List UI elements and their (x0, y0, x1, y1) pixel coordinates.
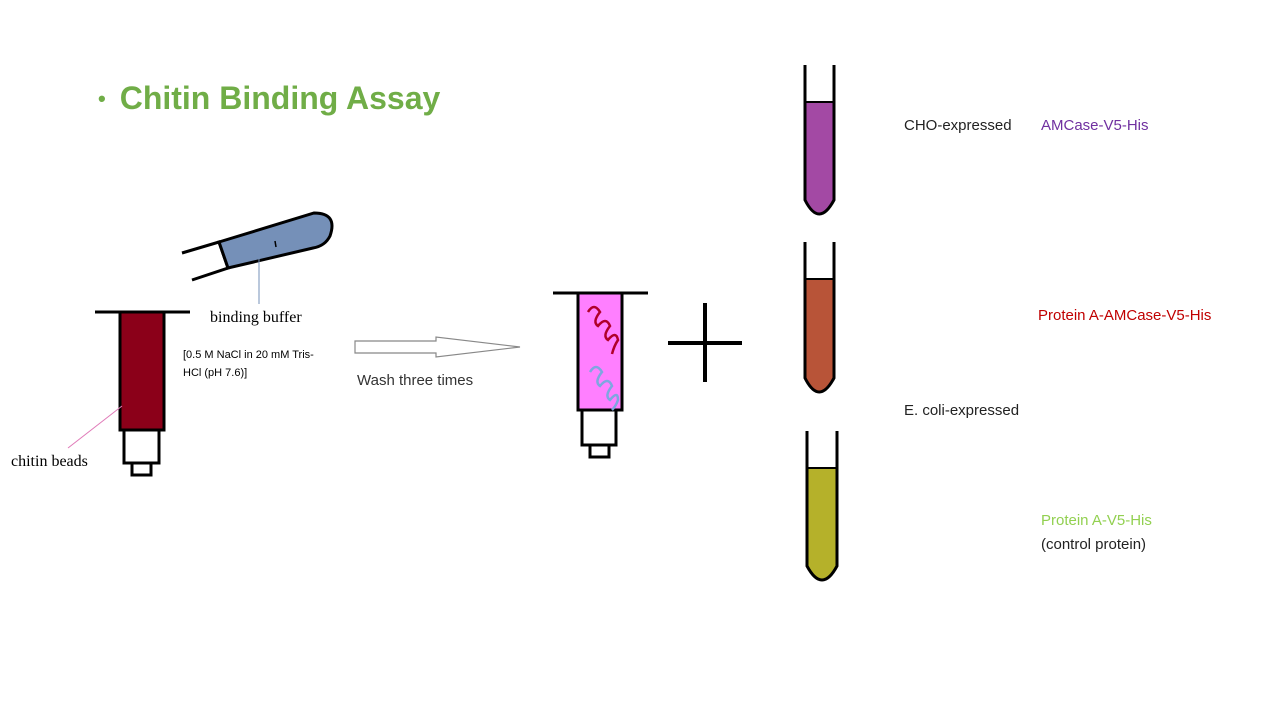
tube-orange-fill (805, 279, 834, 391)
test-tube-icon (805, 431, 839, 582)
tube-yellow-fill (807, 468, 837, 579)
page-title: • Chitin Binding Assay (98, 80, 440, 117)
title-bullet: • (98, 85, 106, 111)
protein-coil-icon (586, 305, 620, 355)
test-tube-icon (803, 242, 836, 394)
buffer-tube-fill (217, 211, 334, 270)
chitin-column-icon (67, 310, 190, 477)
washed-column-icon (553, 291, 648, 459)
chitin-beads-pointer (67, 405, 123, 449)
amcase-label: AMCase-V5-His (1041, 117, 1149, 134)
arrow-right-icon (354, 336, 521, 358)
chitin-beads-fill (118, 310, 166, 432)
ecoli-expressed-label: E. coli-expressed (904, 402, 1020, 419)
buffer-composition-line1: [0.5 M NaCl in 20 mM Tris- (183, 349, 314, 361)
control-protein-label: (control protein) (1041, 536, 1147, 553)
cho-expressed-label: CHO-expressed (904, 117, 1012, 134)
title-text: Chitin Binding Assay (119, 80, 441, 116)
protein-a-amcase-label: Protein A-AMCase-V5-His (1038, 307, 1212, 324)
protein-a-v5-label: Protein A-V5-His (1041, 512, 1152, 529)
binding-buffer-label: binding buffer (210, 309, 302, 326)
chitin-beads-label: chitin beads (11, 453, 88, 470)
buffer-tube-icon (181, 211, 334, 304)
tube-purple-fill (805, 102, 834, 213)
protein-coil-icon (588, 365, 620, 411)
plus-icon (668, 303, 742, 382)
test-tube-icon (803, 65, 836, 216)
wash-label: Wash three times (357, 372, 474, 389)
buffer-composition-line2: HCl (pH 7.6)] (183, 367, 248, 379)
